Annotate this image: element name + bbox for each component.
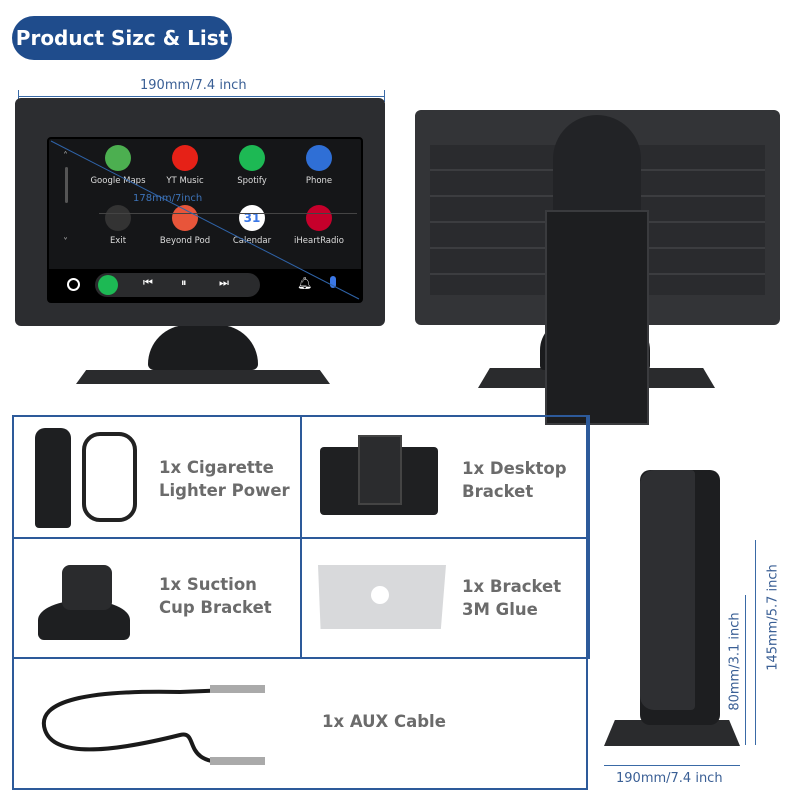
mount-disc (553, 115, 641, 225)
app-label: Beyond Pod (159, 236, 211, 246)
spotify-icon[interactable] (98, 275, 118, 295)
divider (99, 213, 357, 214)
app-label: Exit (109, 236, 127, 246)
app-label: iHeartRadio (294, 236, 344, 246)
previous-icon[interactable]: ⏮ (143, 276, 153, 289)
front-width-label: 190mm/7.4 inch (140, 78, 247, 93)
pause-icon[interactable]: ⏸ (181, 276, 187, 289)
app-label: Google Maps (90, 176, 146, 186)
aux-cable-image (41, 685, 265, 765)
app-spotify[interactable]: Spotify (219, 145, 285, 186)
car-icon (105, 205, 131, 231)
app-label: Spotify (237, 176, 267, 186)
side-screen (640, 470, 695, 710)
dim-tick (384, 90, 385, 102)
home-icon[interactable] (67, 278, 80, 291)
item-cell (300, 537, 590, 659)
scroll-down-icon[interactable]: ˅ (63, 237, 68, 248)
app-yt-music[interactable]: YT Music (152, 145, 218, 186)
app-label: Calendar (232, 236, 272, 246)
desktop-bracket-clip (358, 435, 402, 505)
front-base (76, 370, 330, 384)
diagonal-dimension-line (50, 140, 360, 300)
app-label: Phone (305, 176, 333, 186)
power-cable-image (82, 432, 137, 522)
media-controls: ⏮ ⏸ ⏭ (95, 273, 260, 297)
diagonal-label: 178mm/7inch (133, 193, 203, 204)
bell-icon[interactable]: 🔔︎ (297, 276, 313, 290)
phone-icon (306, 145, 332, 171)
height-body-label: 80mm/3.1 inch (727, 612, 743, 711)
next-icon[interactable]: ⏭ (219, 276, 229, 289)
front-stand (148, 325, 258, 370)
suction-cup-head (62, 565, 112, 610)
app-google-maps[interactable]: Google Maps (85, 145, 151, 186)
app-label: YT Music (166, 176, 204, 186)
play-icon (172, 145, 198, 171)
back-device (415, 110, 780, 425)
app-exit[interactable]: Exit (85, 205, 151, 246)
width-dimension-line (18, 96, 385, 97)
spotify-icon (239, 145, 265, 171)
iheart-icon (306, 205, 332, 231)
side-width-line (604, 765, 740, 766)
scrollbar[interactable] (65, 167, 68, 203)
glue-hole (371, 586, 389, 604)
page-title: Product Sizc & List (12, 16, 232, 60)
side-width-label: 190mm/7.4 inch (616, 771, 723, 786)
item-label: 1x AUX Cable (322, 712, 446, 731)
package-list (12, 415, 590, 790)
height-dimension-line (755, 540, 756, 745)
body-height-dimension-line (745, 595, 746, 745)
cigarette-lighter-image (35, 428, 71, 528)
app-phone[interactable]: Phone (286, 145, 352, 186)
microphone-icon[interactable] (330, 276, 336, 288)
map-pin-icon (105, 145, 131, 171)
bottom-bar: ⏮ ⏸ ⏭ 🔔︎ (49, 269, 361, 301)
height-total-label: 145mm/5.7 inch (765, 564, 781, 671)
calendar-icon: 31 (239, 205, 265, 231)
scroll-up-icon[interactable]: ˄ (63, 151, 68, 162)
dim-tick (18, 90, 19, 102)
app-iheartradio[interactable]: iHeartRadio (286, 205, 352, 246)
mount-bracket (545, 210, 649, 425)
